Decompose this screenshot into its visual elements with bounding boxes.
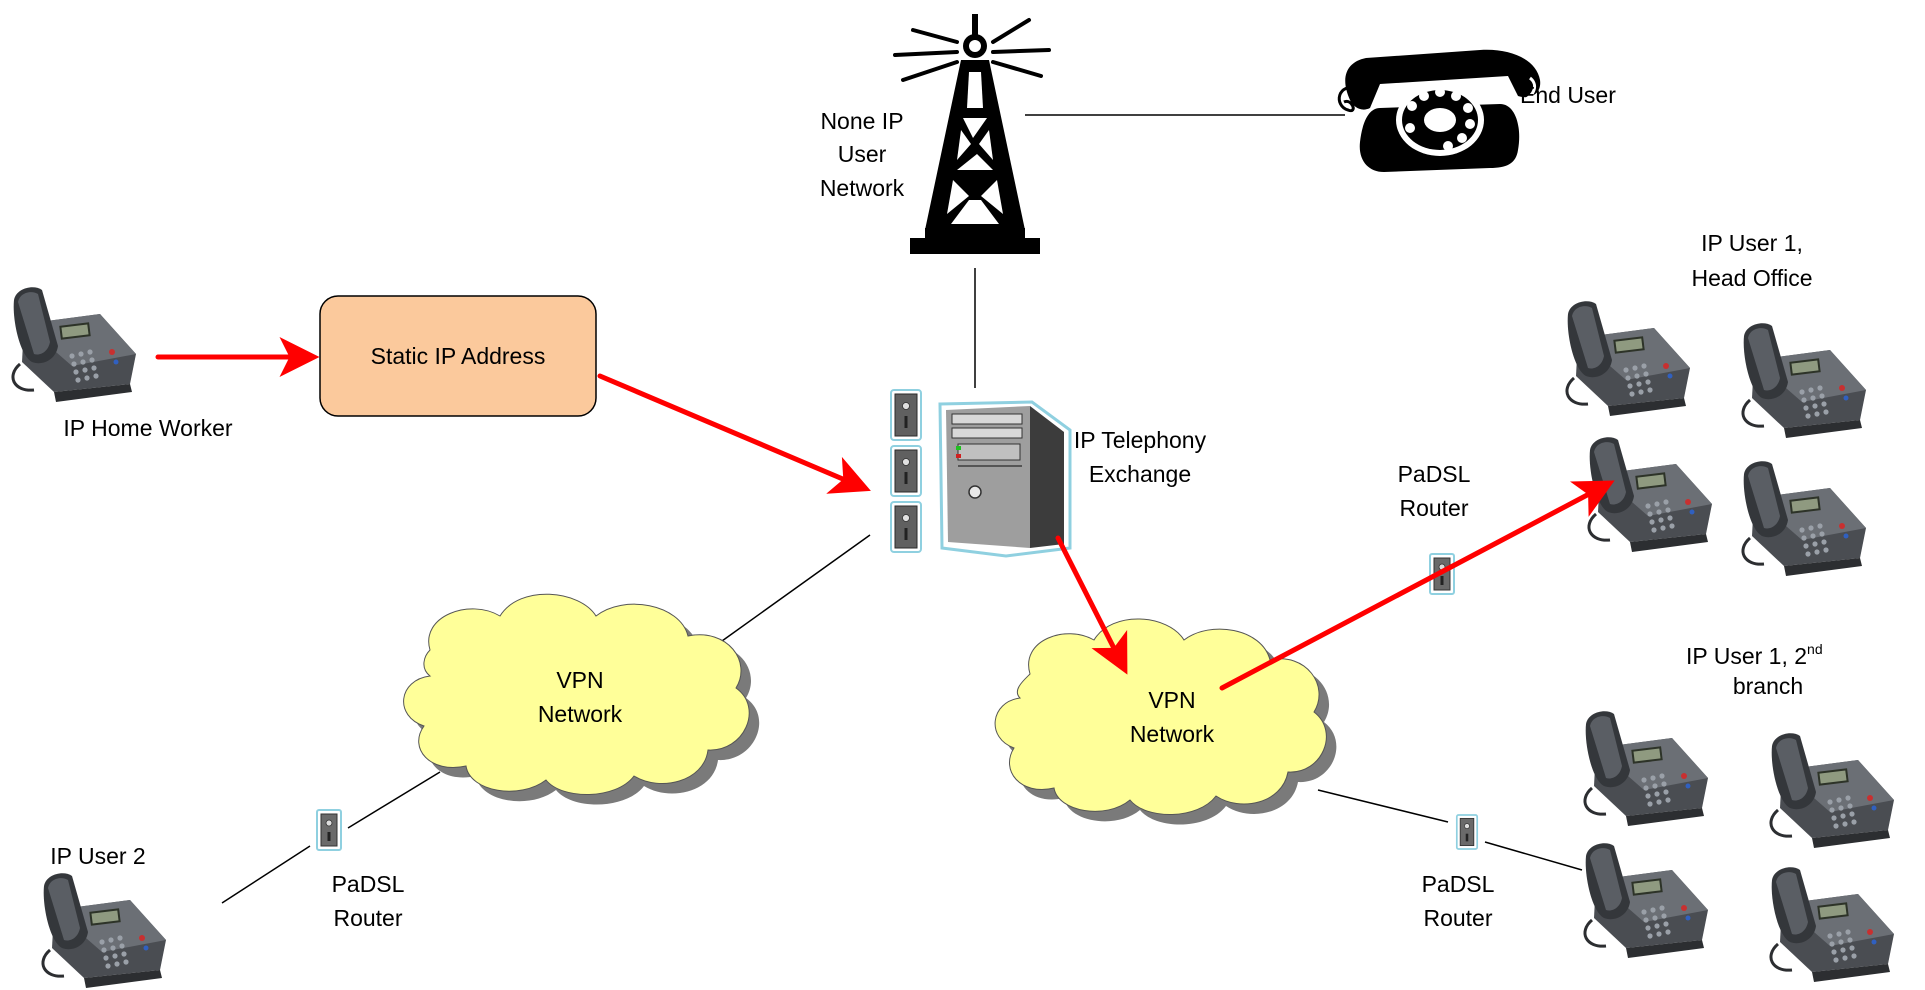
branch-label-1: IP User 1, 2nd xyxy=(1686,641,1823,669)
desk-ip-phone-icon xyxy=(1587,435,1714,554)
none-ip-label-3: Network xyxy=(820,175,905,201)
padsl-left-label-1: PaDSL xyxy=(332,871,405,897)
arrow-static-ip-to-exchange xyxy=(597,373,871,494)
disk-unit-icon xyxy=(890,389,922,441)
ip-telephony-exchange xyxy=(890,389,1072,558)
padsl-right-label-1: PaDSL xyxy=(1422,871,1495,897)
none-ip-label-2: User xyxy=(838,141,887,167)
vpn-left-label-1: VPN xyxy=(556,667,603,693)
desk-ip-phone-icon xyxy=(11,285,138,404)
server-tower-icon xyxy=(938,400,1072,558)
vpn-right-label-2: Network xyxy=(1130,721,1215,747)
left-vpn-cloud-icon: VPN Network xyxy=(403,593,760,805)
none-ip-user-network-label: None IP User Network xyxy=(820,108,905,201)
desk-ip-phone-icon xyxy=(1583,709,1710,828)
arrow-exchange-to-vpn xyxy=(1055,535,1128,675)
radio-tower-icon xyxy=(893,14,1051,254)
ip-home-worker-label: IP Home Worker xyxy=(63,415,232,441)
head-office-label-1: IP User 1, xyxy=(1701,230,1803,256)
right-vpn-cloud-icon: VPN Network xyxy=(994,618,1337,825)
exchange-label-1: IP Telephony xyxy=(1074,427,1207,453)
ip-user1-branch-label: IP User 1, 2nd branch xyxy=(1686,641,1823,699)
padsl-router-left-label: PaDSL Router xyxy=(332,871,405,931)
none-ip-label-1: None IP xyxy=(820,108,903,134)
desk-ip-phone-icon xyxy=(1769,865,1896,984)
branch-phones xyxy=(1583,709,1896,984)
disk-unit-icon xyxy=(890,445,922,497)
vpn-left-label-2: Network xyxy=(538,701,623,727)
rotary-phone-icon xyxy=(1337,49,1541,172)
desk-ip-phone-icon xyxy=(1741,321,1868,440)
exchange-label-2: Exchange xyxy=(1089,461,1191,487)
router-to-ip-user2-line xyxy=(221,845,311,904)
end-user-label: End User xyxy=(1520,82,1616,108)
padsl-upper-label-2: Router xyxy=(1399,495,1468,521)
vpn-right-label-1: VPN xyxy=(1148,687,1195,713)
call-flow-arrows xyxy=(155,337,1615,691)
head-office-phones xyxy=(1565,299,1868,578)
connection-lines xyxy=(221,114,1583,904)
branch-label-text: IP User 1, 2 xyxy=(1686,643,1807,669)
padsl-router-upper-label: PaDSL Router xyxy=(1398,461,1471,521)
disk-unit-icon xyxy=(890,501,922,553)
padsl-upper-label-1: PaDSL xyxy=(1398,461,1471,487)
left-vpn-to-router-line xyxy=(347,771,441,829)
branch-label-sup: nd xyxy=(1807,641,1823,657)
static-ip-label: Static IP Address xyxy=(371,343,546,369)
branch-label-2: branch xyxy=(1733,673,1803,699)
ip-telephony-exchange-label: IP Telephony Exchange xyxy=(1074,427,1207,487)
exchange-to-left-vpn-line xyxy=(714,534,871,647)
padsl-router-right-label: PaDSL Router xyxy=(1422,871,1495,931)
router-to-branch-line xyxy=(1484,841,1583,871)
right-vpn-to-router-line xyxy=(1317,789,1449,823)
desk-ip-phone-icon xyxy=(1565,299,1692,418)
desk-ip-phone-icon xyxy=(41,871,168,990)
router-icon xyxy=(1455,814,1479,850)
desk-ip-phone-icon xyxy=(1741,459,1868,578)
arrow-vpn-to-head-office xyxy=(1219,480,1615,691)
ip-user2-label: IP User 2 xyxy=(50,843,145,869)
ip-user1-head-office-label: IP User 1, Head Office xyxy=(1691,230,1812,291)
desk-ip-phone-icon xyxy=(1583,841,1710,960)
desk-ip-phone-icon xyxy=(1769,731,1896,850)
padsl-right-label-2: Router xyxy=(1423,905,1492,931)
head-office-label-2: Head Office xyxy=(1691,265,1812,291)
router-icon xyxy=(316,809,342,851)
padsl-left-label-2: Router xyxy=(333,905,402,931)
static-ip-address-box: Static IP Address xyxy=(319,295,597,417)
